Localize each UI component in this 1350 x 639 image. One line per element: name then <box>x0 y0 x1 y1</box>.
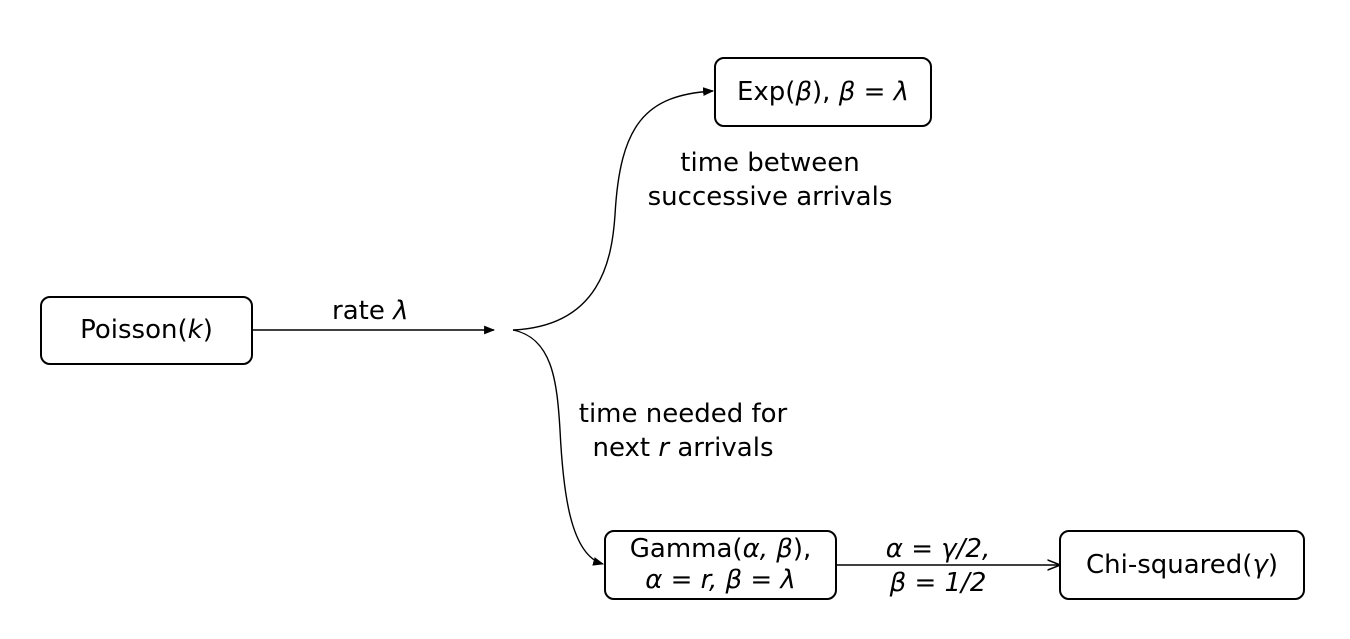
poisson-node-label: Poisson(k) <box>80 315 213 345</box>
chi-squared-edge-label-line1: α = γ/2, <box>885 534 991 564</box>
edge-to-gamma-arrow <box>512 329 605 566</box>
gamma-edge-label-line1: time needed for <box>578 399 788 429</box>
gamma-node-line1: Gamma(α, β), <box>629 534 812 564</box>
exp-node: Exp(β), β = λ <box>714 57 932 127</box>
edge-to-exp-arrow <box>512 87 715 331</box>
exp-node-label: Exp(β), β = λ <box>736 76 910 107</box>
chi-squared-node: Chi-squared(γ) <box>1059 530 1305 600</box>
chi-squared-node-label: Chi-squared(γ) <box>1085 549 1278 580</box>
exp-edge-label-line2: successive arrivals <box>647 182 893 212</box>
exp-edge-label: time between successive arrivals <box>630 146 910 214</box>
gamma-edge-label-line2: next r arrivals <box>592 433 774 463</box>
chi-squared-edge-label: α = γ/2, β = 1/2 <box>868 532 1008 600</box>
gamma-edge-label: time needed for next r arrivals <box>553 397 813 465</box>
exp-edge-label-line1: time between <box>680 148 860 178</box>
gamma-node: Gamma(α, β), α = r, β = λ <box>604 530 837 600</box>
gamma-node-line2: α = r, β = λ <box>645 565 796 595</box>
poisson-node: Poisson(k) <box>40 296 253 365</box>
rate-label: rate λ <box>332 296 409 326</box>
chi-squared-edge-label-line2: β = 1/2 <box>889 568 987 598</box>
